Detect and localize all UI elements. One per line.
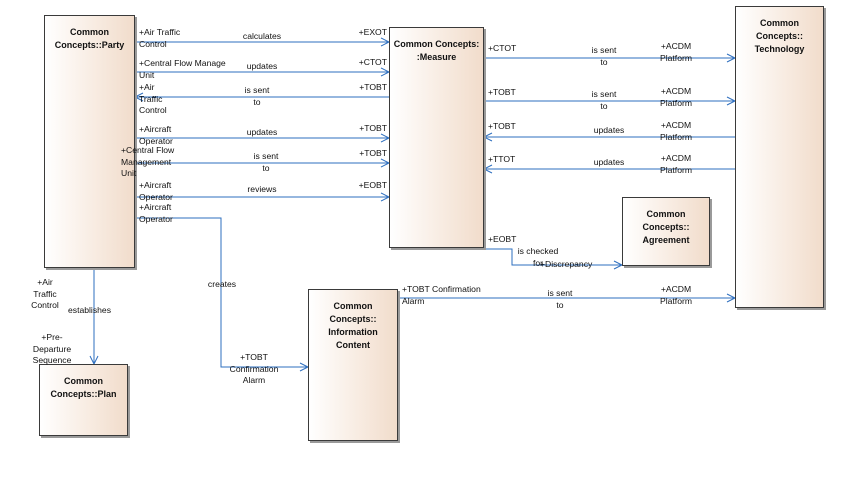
association-name: updates (246, 127, 278, 137)
association-name: establishes (68, 305, 111, 315)
association-name: is sent to (547, 288, 573, 310)
role-label: +EOBT (358, 180, 387, 190)
class-technology[interactable]: Common Concepts:: Technology (735, 6, 824, 308)
class-agreement-title: Common Concepts:: Agreement (642, 209, 690, 245)
role-label: +CTOT (488, 43, 517, 53)
role-label: +Central Flow Management Unit (121, 145, 175, 178)
role-label: +CTOT (358, 57, 387, 67)
association-name: updates (246, 61, 278, 71)
role-label: +TOBT (488, 121, 516, 131)
association-name: is sent to (244, 85, 270, 107)
role-label: +Aircraft Operator (139, 180, 173, 202)
role-label: +EOBT (488, 234, 517, 244)
role-label: +Pre- Departure Sequence (32, 332, 72, 365)
role-label: +Aircraft Operator (139, 202, 173, 224)
role-label: +ACDM Platform (660, 86, 692, 108)
role-label: +Discrepancy (540, 259, 593, 269)
role-label: +Aircraft Operator (139, 124, 173, 146)
association-name: is sent to (591, 45, 617, 67)
association-name: updates (593, 125, 625, 135)
role-label: +Air Traffic Control (139, 82, 167, 115)
role-label: +TOBT (359, 82, 387, 92)
class-technology-title: Common Concepts:: Technology (754, 18, 805, 54)
association-name: calculates (242, 31, 282, 41)
role-label: +TOBT Confirmation Alarm (402, 284, 481, 306)
class-information-content[interactable]: Common Concepts:: Information Content (308, 289, 398, 441)
association-name: creates (207, 279, 237, 289)
class-measure[interactable]: Common Concepts: :Measure (389, 27, 484, 248)
role-label: +TOBT (359, 148, 387, 158)
role-label: +Central Flow Manage Unit (139, 58, 226, 80)
class-party-title: Common Concepts::Party (54, 27, 125, 50)
role-label: +TTOT (488, 154, 516, 164)
role-label: +ACDM Platform (660, 120, 692, 142)
role-label: +TOBT Confirmation Alarm (229, 352, 279, 385)
class-agreement[interactable]: Common Concepts:: Agreement (622, 197, 710, 266)
class-party[interactable]: Common Concepts::Party (44, 15, 135, 268)
role-label: +TOBT (488, 87, 516, 97)
association-name: reviews (247, 184, 277, 194)
class-measure-title: Common Concepts: :Measure (393, 39, 480, 62)
class-information-content-title: Common Concepts:: Information Content (328, 301, 378, 350)
role-label: +Air Traffic Control (31, 277, 59, 310)
association-name: is sent to (591, 89, 617, 111)
role-label: +ACDM Platform (660, 153, 692, 175)
role-label: +ACDM Platform (660, 284, 692, 306)
role-label: +Air Traffic Control (139, 27, 181, 49)
association-name: is sent to (253, 151, 279, 173)
assoc-line-is-checked-for (484, 248, 622, 266)
association-name: updates (593, 157, 625, 167)
role-label: +EXOT (358, 27, 387, 37)
class-plan-title: Common Concepts::Plan (50, 376, 117, 399)
role-label: +ACDM Platform (660, 41, 692, 63)
class-plan[interactable]: Common Concepts::Plan (39, 364, 128, 436)
association-name: is checked for (517, 246, 559, 268)
assoc-line-creates (135, 217, 308, 368)
role-label: +TOBT (359, 123, 387, 133)
